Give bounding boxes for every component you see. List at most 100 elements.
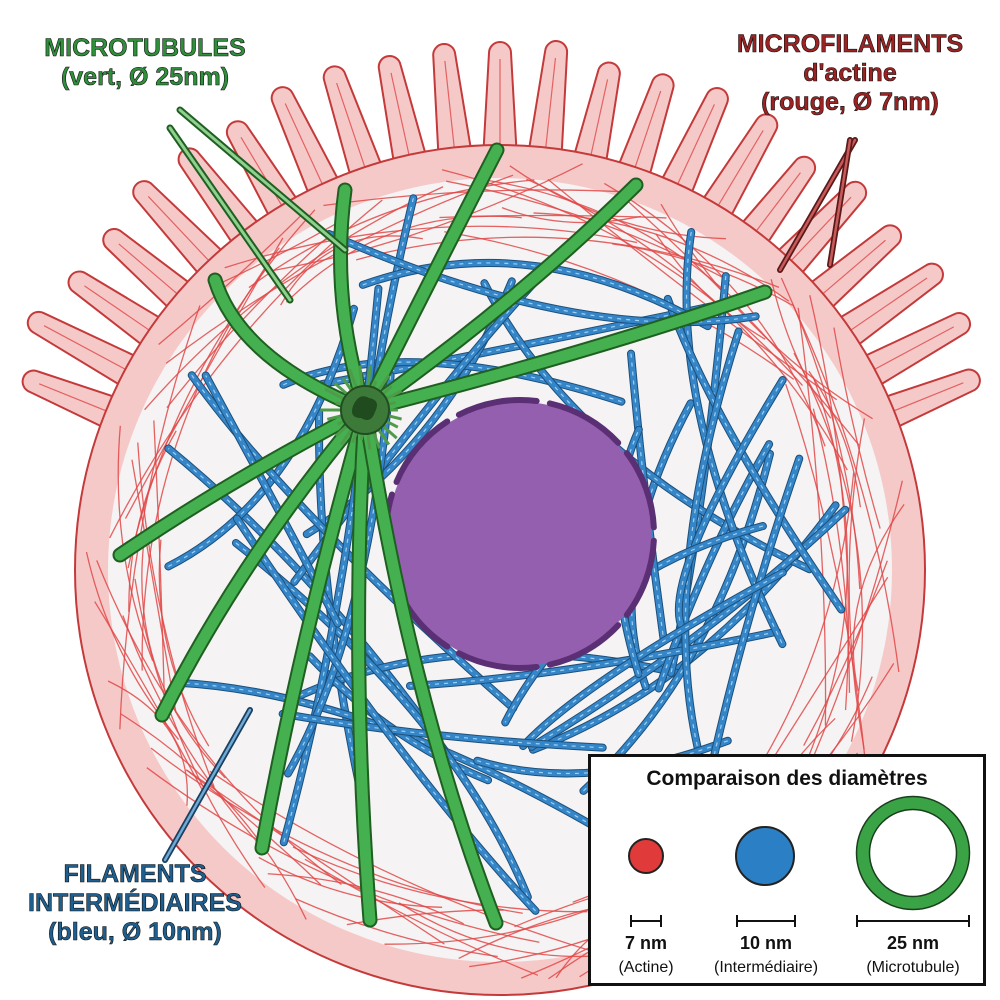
microvillus — [524, 40, 569, 176]
nuclear-envelope-segment — [455, 650, 540, 671]
microtubule-ring-outer-edge — [855, 795, 971, 911]
actin-filament — [770, 279, 832, 419]
actin-filament — [141, 542, 226, 779]
intermediate-filament-twist — [283, 288, 380, 843]
actin-filament — [356, 236, 780, 288]
nucleus — [383, 397, 657, 671]
legend-name-microtubule: (Microtubule) — [866, 959, 960, 976]
actin-filament — [119, 305, 201, 730]
actin-filament — [809, 295, 850, 711]
microtubule-diameter-ring — [856, 796, 970, 910]
actin-filament — [219, 217, 347, 285]
intermediate-filament — [233, 515, 539, 914]
actin-filament — [144, 186, 444, 411]
microvillus — [432, 42, 476, 176]
legend-title: Comparaison des diamètres — [646, 767, 928, 790]
microfilaments-leader — [828, 138, 852, 267]
intermediate-filaments-label: FILAMENTS INTERMÉDIAIRES (bleu, Ø 10nm) — [0, 860, 270, 946]
actin-filament — [526, 178, 848, 471]
centriole-pair — [352, 396, 377, 420]
intermediate-filament-twist — [522, 572, 784, 747]
nuclear-envelope-segment — [546, 400, 622, 446]
intermediate-filament — [664, 295, 845, 613]
intermediate-filament-twist — [685, 231, 783, 645]
actin-filament — [209, 770, 593, 953]
actin-filament — [131, 459, 177, 713]
actin-filament — [660, 203, 873, 420]
nuclear-envelope-segment — [393, 418, 451, 485]
microtubule — [359, 286, 771, 416]
intermediate-filament-twist — [531, 509, 846, 748]
microtubules-label-line2: (vert, Ø 25nm) — [60, 62, 230, 91]
actin-filament — [166, 230, 335, 409]
intermediate-filament-twist — [678, 379, 784, 630]
actin-filament — [501, 206, 641, 224]
intermediate-filament-twist — [282, 713, 603, 749]
legend-item-intermediate: 10 nm (Intermédiaire) — [699, 757, 829, 983]
intermediate-label-line2: INTERMÉDIAIRES — [28, 888, 243, 917]
actin-filament — [272, 163, 583, 272]
intermediate-leader — [163, 708, 252, 862]
actin-filament — [793, 352, 864, 742]
intermediate-filament-twist — [167, 447, 448, 755]
microtubules-leader — [178, 108, 347, 252]
legend-intermediate-graphic — [735, 826, 796, 927]
centrosome — [320, 365, 403, 450]
intermediate-filament-twist — [321, 301, 730, 385]
actin-filament — [96, 560, 342, 886]
microtubule — [335, 184, 371, 416]
actin-filament — [780, 277, 861, 590]
actin-filament — [258, 856, 443, 908]
actin-filament — [441, 169, 803, 387]
actin-filament — [107, 680, 189, 806]
microfilaments-label: MICROFILAMENTS d'actine (rouge, Ø 7nm) — [700, 30, 1000, 116]
microtubules — [112, 142, 773, 931]
microtubule — [156, 404, 371, 721]
microtubules-label-line1: MICROTUBULES — [44, 34, 246, 63]
actin-diameter-dot — [628, 838, 664, 874]
legend-item-actin: 7 nm (Actine) — [593, 757, 723, 983]
microtubule — [256, 404, 371, 854]
microtubule-ring-inner-edge — [868, 808, 958, 898]
microtubules-leader — [168, 126, 292, 302]
actin-filament — [185, 769, 322, 886]
intermediate-filament-twist — [168, 308, 355, 567]
nuclear-envelope-segment — [455, 397, 540, 418]
label-leader-lines — [162, 106, 858, 863]
intermediate-filament-twist — [235, 542, 529, 898]
legend-name-intermediate: (Intermédiaire) — [713, 959, 819, 976]
intermediate-filament-twist — [670, 276, 727, 674]
intermediate-filament-twist — [362, 262, 708, 327]
actin-filament — [785, 383, 867, 766]
microfilaments-label-line2: d'actine — [803, 58, 897, 87]
microtubule — [353, 404, 376, 926]
microtubule — [209, 274, 371, 416]
actin-filament — [158, 539, 210, 747]
nucleus-body — [388, 402, 652, 666]
intermediate-filament-twist — [191, 374, 514, 709]
actin-filament — [833, 327, 881, 529]
nuclear-envelope-segment — [546, 622, 622, 668]
actin-filament — [150, 747, 523, 914]
actin-filament — [509, 165, 726, 240]
actin-filament — [304, 858, 539, 976]
intermediate-diameter-dot — [735, 826, 795, 886]
actin-filament — [852, 503, 905, 692]
microfilaments-leader — [778, 138, 857, 272]
intermediate-filament-twist — [694, 458, 800, 844]
intermediate-label-line3: (bleu, Ø 10nm) — [48, 917, 222, 946]
intermediate-filament-twist — [409, 631, 778, 687]
microtubule — [359, 404, 502, 929]
intermediate-filament-twist — [483, 282, 810, 570]
actin-filament — [444, 231, 795, 380]
legend-name-actin: (Actine) — [618, 959, 674, 976]
microvillus — [377, 55, 433, 185]
legend-microtubule-graphic — [855, 795, 971, 927]
actin-filament — [285, 215, 522, 303]
intermediate-filament-twist — [176, 682, 641, 855]
actin-filament — [292, 846, 588, 913]
nuclear-envelope-segment — [623, 450, 657, 531]
actin-filament — [158, 215, 302, 345]
microfilaments-label-line1: MICROFILAMENTS — [736, 30, 964, 59]
nuclear-envelope-segment — [623, 537, 657, 618]
